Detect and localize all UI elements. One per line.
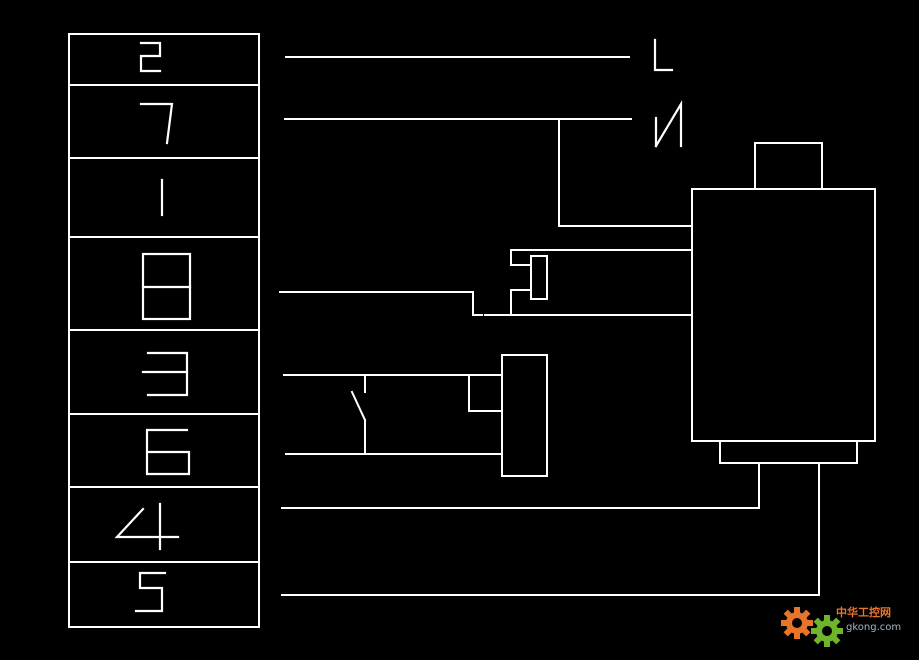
contact-block <box>530 255 548 300</box>
motor-unit <box>691 142 876 464</box>
terminal-label-5 <box>134 571 167 613</box>
terminal-block <box>68 33 260 628</box>
watermark-url: gkong.com <box>846 622 902 633</box>
label-N <box>654 100 683 148</box>
terminal-label-8 <box>141 252 192 321</box>
terminal-label-2 <box>139 41 162 73</box>
terminal-label-4 <box>114 502 180 551</box>
gear-logo-icon-secondary <box>811 615 843 647</box>
terminal-label-6 <box>145 428 191 476</box>
watermark-title: 中华工控网 <box>836 606 891 619</box>
relay-block <box>501 354 548 477</box>
label-L <box>653 38 674 72</box>
terminal-label-3 <box>141 351 189 397</box>
gear-logo-icon <box>781 607 813 639</box>
terminal-label-7 <box>139 102 174 145</box>
wires <box>279 56 820 596</box>
